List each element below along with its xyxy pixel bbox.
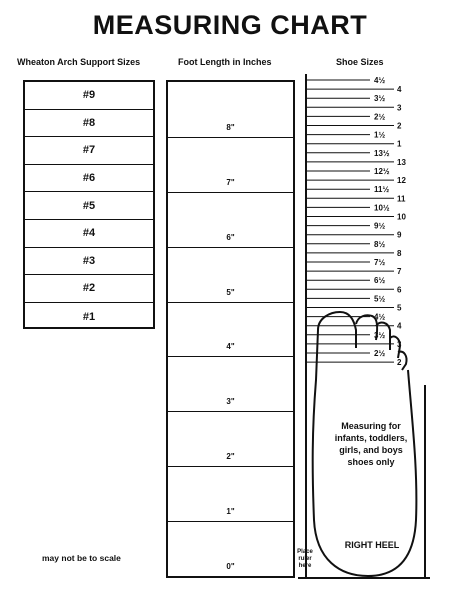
shoe-size-label: 4½ <box>374 76 385 85</box>
inch-divider <box>168 246 293 248</box>
shoe-size-label: 4 <box>397 85 402 94</box>
arch-size-row: #9 <box>25 82 153 110</box>
measuring-note: Measuring for infants, toddlers, girls, … <box>334 421 408 467</box>
shoe-size-label: 13 <box>397 158 406 167</box>
inch-label: 6" <box>226 232 235 242</box>
arch-size-row: #2 <box>25 275 153 303</box>
place-ruler-label: Place ruler here <box>297 549 313 569</box>
inch-label: 5" <box>226 287 235 297</box>
inch-divider <box>168 521 293 523</box>
right-heel-label: RIGHT HEEL <box>344 540 400 550</box>
inch-label: 3" <box>226 397 235 407</box>
inch-divider <box>168 356 293 358</box>
inch-divider <box>168 191 293 193</box>
inch-divider <box>168 301 293 303</box>
shoe-size-label: 5 <box>397 304 402 313</box>
shoe-size-label: 7½ <box>374 258 385 267</box>
shoe-size-label: 5½ <box>374 294 385 303</box>
shoe-size-label: 8½ <box>374 240 385 249</box>
arch-size-row: #8 <box>25 110 153 138</box>
shoe-size-label: 1 <box>397 140 402 149</box>
shoe-size-label: 10½ <box>374 203 390 212</box>
foot-outline-icon <box>311 310 418 578</box>
inch-label: 2" <box>226 452 235 462</box>
shoe-column-heading: Shoe Sizes <box>336 57 384 67</box>
shoe-size-label: 9 <box>397 231 402 240</box>
inch-label: 4" <box>226 342 235 352</box>
shoe-size-label: 12 <box>397 176 406 185</box>
shoe-size-label: 4½ <box>374 313 385 322</box>
inch-divider <box>168 411 293 413</box>
arch-size-row: #4 <box>25 220 153 248</box>
inch-label: 8" <box>226 122 235 132</box>
page-title: MEASURING CHART <box>92 10 368 40</box>
shoe-size-label: 2 <box>397 358 402 367</box>
shoe-size-label: 2½ <box>374 349 385 358</box>
arch-size-row: #3 <box>25 248 153 276</box>
arch-size-row: #6 <box>25 165 153 193</box>
foot-column-heading: Foot Length in Inches <box>178 57 272 67</box>
shoe-size-label: 3½ <box>374 94 385 103</box>
arch-column-heading: Wheaton Arch Support Sizes <box>17 57 141 67</box>
shoe-size-label: 6 <box>397 285 402 294</box>
shoe-size-label: 8 <box>397 249 402 258</box>
shoe-size-label: 11 <box>397 194 406 203</box>
inch-label: 1" <box>226 507 235 517</box>
shoe-size-label: 9½ <box>374 222 385 231</box>
shoe-size-label: 2½ <box>374 112 385 121</box>
shoe-size-label: 4 <box>397 322 402 331</box>
inch-divider <box>168 466 293 468</box>
scale-note: may not be to scale <box>42 553 121 563</box>
shoe-size-label: 11½ <box>374 185 389 194</box>
shoe-size-label: 10 <box>397 213 406 222</box>
shoe-size-label: 1½ <box>374 131 385 140</box>
shoe-size-label: 3 <box>397 340 402 349</box>
shoe-size-label: 2 <box>397 122 402 131</box>
arch-size-row: #7 <box>25 137 153 165</box>
shoe-size-label: 6½ <box>374 276 385 285</box>
inch-label: 7" <box>226 177 235 187</box>
foot-length-ruler: 8" 7" 6" 5" 4" 3" 2" 1" 0" <box>166 80 295 578</box>
shoe-size-label: 3½ <box>374 331 385 340</box>
inch-divider <box>168 136 293 138</box>
shoe-size-label: 3 <box>397 103 402 112</box>
arch-size-row: #1 <box>82 310 96 323</box>
inch-label: 0" <box>226 562 235 571</box>
arch-size-row: #5 <box>25 192 153 220</box>
shoe-size-label: 7 <box>397 267 402 276</box>
shoe-size-label: 13½ <box>374 149 390 158</box>
shoe-size-label: 12½ <box>374 167 390 176</box>
arch-size-table: #9 #8 #7 #6 #5 #4 #3 #2 #1 <box>23 80 155 329</box>
